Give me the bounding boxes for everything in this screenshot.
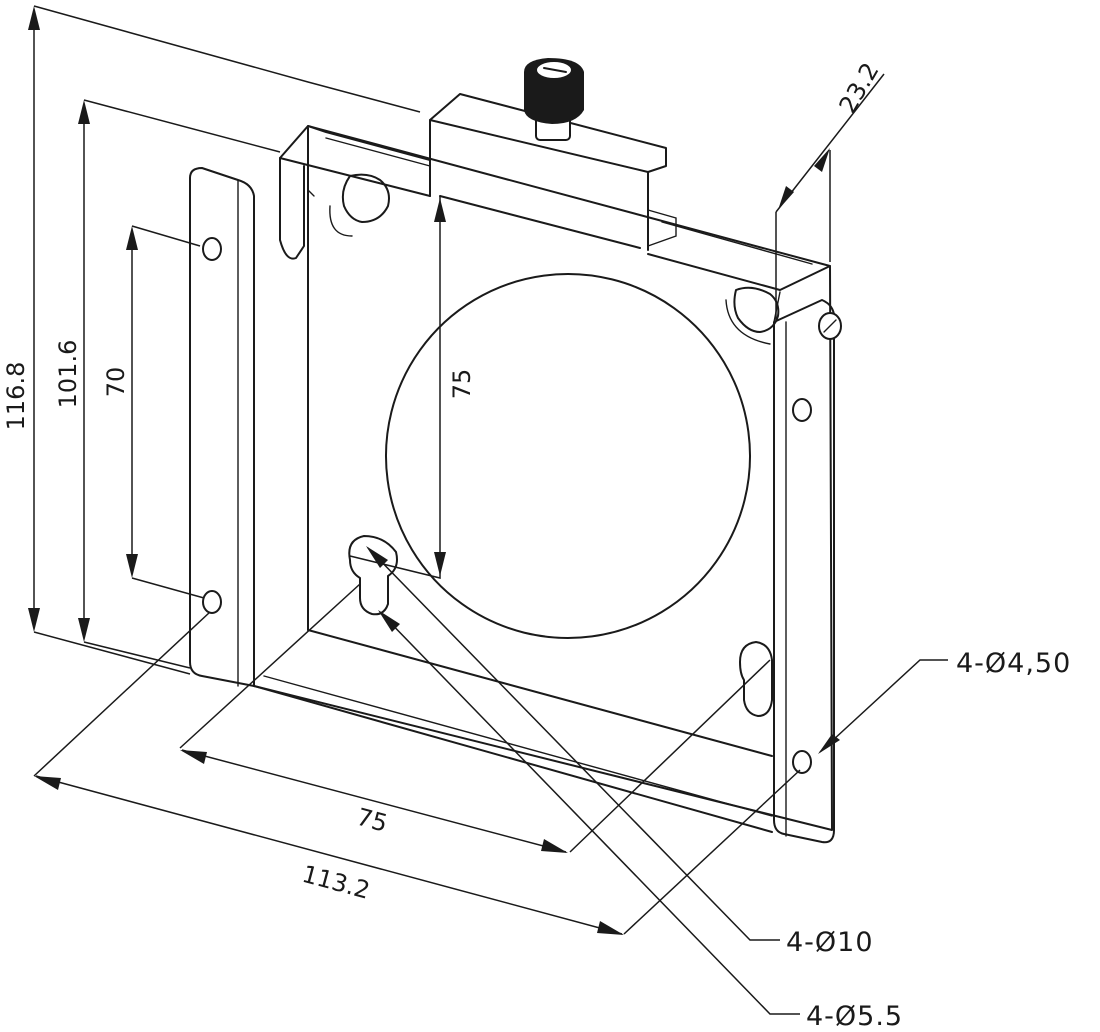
dim-label-75-vertical: 75 [448,369,476,400]
top-tab-slot [307,189,315,197]
top-tab-left [279,157,305,260]
dim-label-113-2: 113.2 [299,860,373,905]
keyhole-top-left [329,173,390,237]
center-cutout [385,273,751,639]
back-panel-lower-inner [263,675,773,817]
keyhole-bottom-right [739,641,773,717]
screw-clamp-tab [647,209,677,247]
callout-leaders [366,546,948,1015]
dim-label-23-2: 23.2 [834,58,885,118]
leader-keyhole-small [379,611,800,1015]
side-hole-left-top [202,237,222,261]
screw-clamp-lower [439,195,641,249]
side-hole-right-bottom [792,750,812,774]
top-flange-rail-right [661,221,813,265]
callout-keyhole-small: 4-Ø5.5 [806,1001,903,1032]
thumb-screw-icon [524,58,584,141]
side-screw-icon [818,312,842,340]
side-hole-right-top [792,398,812,422]
side-hole-left-bottom [202,590,222,614]
back-panel-bottom-edge [307,629,773,757]
dim-label-101-6: 101.6 [54,340,82,409]
top-flange-right [647,253,831,291]
top-flange-front [279,157,431,197]
leader-side-hole [819,659,948,753]
dim-label-116-8: 116.8 [2,362,30,431]
callout-keyhole-large: 4-Ø10 [786,927,874,958]
dimension-lines [28,5,885,935]
bracket-body [189,58,842,844]
top-flange-rail [325,137,431,167]
right-flange [773,299,836,844]
dim-label-70: 70 [102,367,130,398]
top-flange [279,125,431,161]
left-flange [189,167,255,687]
keyhole-top-right [725,286,780,345]
back-panel-lower-edge [253,685,773,833]
leader-keyhole-large [367,547,780,941]
screw-clamp-front [429,119,649,173]
callout-side-hole: 4-Ø4,50 [956,648,1071,679]
back-panel [253,125,833,831]
dim-label-75-horizontal: 75 [354,803,391,838]
keyhole-bottom-left [348,535,398,616]
